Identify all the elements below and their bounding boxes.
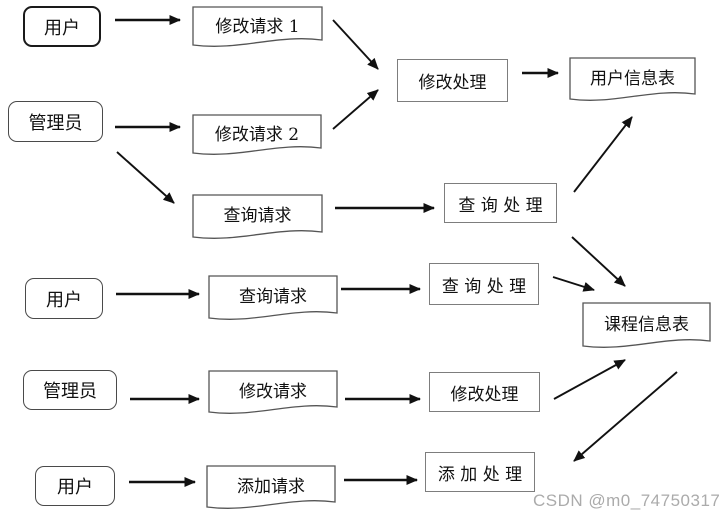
datastore-user-info-shape [569, 57, 696, 101]
datastore-user-info-label: 用户信息表 [590, 68, 675, 89]
document-query-request-1-shape [192, 194, 323, 239]
document-modify-request-2-shape [192, 114, 322, 155]
entity-user-2: 用户 [25, 278, 103, 319]
arrow-query-process-1-to-user-info [573, 116, 633, 193]
document-add-request-label: 添加请求 [237, 476, 305, 497]
document-modify-request-2-label: 修改请求 2 [214, 125, 300, 145]
arrow-modify-request-1-to-modify-process-1 [332, 19, 379, 70]
arrow-course-info-to-add-process [573, 371, 678, 462]
document-modify-request-1-shape [192, 6, 323, 47]
csdn-watermark: CSDN @m0_74750317 [533, 491, 721, 510]
document-modify-request-3-shape [208, 370, 338, 414]
document-query-request-2-shape [208, 275, 338, 320]
document-query-request-1-label: 查询请求 [223, 206, 292, 226]
arrow-modify-process-2-to-course-info [553, 359, 626, 400]
arrow-modify-request-2-to-modify-process-1 [332, 89, 379, 130]
datastore-course-info-label: 课程信息表 [604, 314, 689, 335]
entity-user-3: 用户 [35, 466, 115, 506]
process-query-1: 查 询 处 理 [444, 183, 557, 223]
datastore-course-info-shape [582, 302, 711, 348]
process-query-2: 查 询 处 理 [429, 263, 539, 305]
process-add: 添 加 处 理 [425, 452, 535, 492]
document-add-request-shape [206, 465, 336, 509]
arrow-admin1-to-query-request-1 [116, 151, 175, 204]
document-query-request-2-label: 查询请求 [239, 287, 307, 307]
process-modify-1: 修改处理 [397, 59, 508, 102]
document-modify-request-1-label: 修改请求 1 [215, 17, 300, 37]
process-modify-2: 修改处理 [429, 372, 540, 412]
entity-admin-2: 管理员 [23, 370, 117, 410]
entity-admin-1: 管理员 [8, 101, 103, 142]
document-modify-request-3-label: 修改请求 [239, 381, 307, 402]
arrow-query-process-2-to-course-info [552, 276, 595, 292]
arrow-query-process-1-to-course-info [571, 236, 626, 287]
entity-user-1: 用户 [23, 6, 101, 47]
